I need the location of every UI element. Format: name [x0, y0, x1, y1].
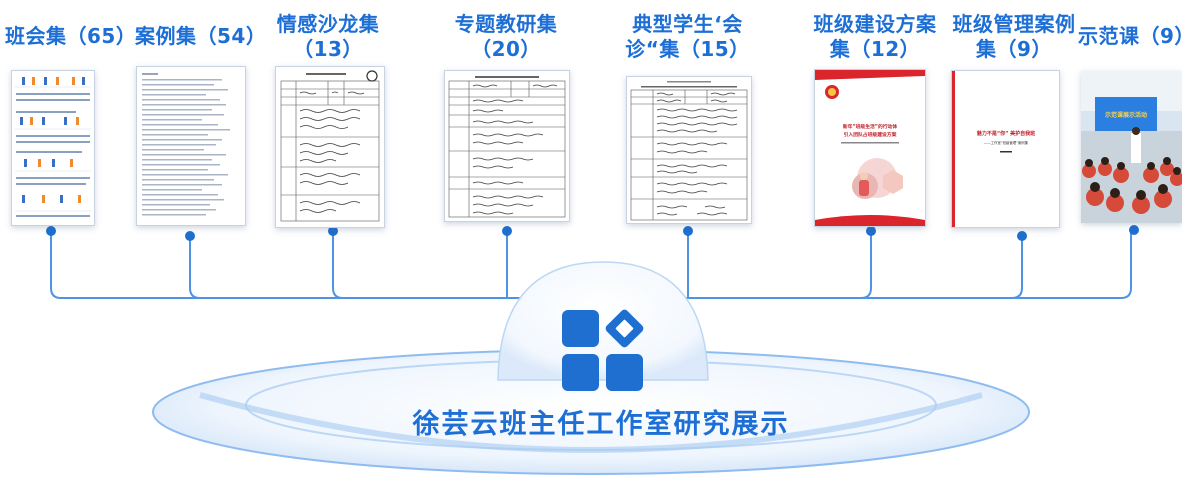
thumb-students[interactable]	[626, 76, 752, 224]
node-8	[1129, 225, 1139, 235]
node-1	[46, 226, 56, 236]
table-grid-thumbnail	[15, 77, 91, 217]
handwritten-form-thumbnail	[280, 70, 380, 222]
cover-white-thumbnail: 魅力不是“你” 美护自我班 ——工作室“班级管理”案例集	[952, 71, 1059, 227]
classroom-photo-thumbnail: 示范课展示活动	[1081, 71, 1182, 223]
cover-red-line1: 新年“班级生活”的行动体	[843, 123, 897, 130]
platform-swoosh	[199, 392, 983, 453]
node-2	[185, 231, 195, 241]
node-6	[866, 226, 876, 236]
thumb-case[interactable]	[136, 66, 246, 226]
thumb-demo-lesson[interactable]: 示范课展示活动	[1081, 71, 1182, 223]
cover-white-line2: ——工作室“班级管理”案例集	[984, 140, 1029, 145]
center-dome	[497, 261, 709, 381]
node-7	[1017, 231, 1027, 241]
center-title: 徐芸云班主任工作室研究展示	[412, 409, 790, 440]
connector-nodes	[46, 225, 1139, 241]
item-title-demo-lesson: 示范课（9）	[1078, 24, 1182, 48]
thumb-salon[interactable]	[275, 66, 385, 228]
item-title-case: 案例集（54）	[135, 24, 267, 48]
item-title-class-meeting: 班会集（65）	[5, 24, 137, 48]
item-title-salon: 情感沙龙集 （13）	[276, 12, 380, 61]
list-document-thumbnail	[142, 73, 230, 216]
node-4	[502, 226, 512, 236]
cover-white-line1: 魅力不是“你” 美护自我班	[977, 130, 1035, 137]
handwritten-form-thumbnail	[448, 76, 566, 218]
thumb-management[interactable]: 魅力不是“你” 美护自我班 ——工作室“班级管理”案例集	[951, 70, 1060, 228]
handwritten-form-thumbnail	[630, 81, 748, 221]
connector-line-6	[860, 232, 872, 299]
connector-line-2	[189, 236, 201, 299]
thumb-research[interactable]	[444, 70, 570, 222]
cover-red-line2: 引入团队占班级建设方案	[844, 131, 897, 138]
connector-line-3	[332, 232, 344, 299]
item-title-research: 专题教研集 （20）	[454, 12, 558, 61]
item-title-management: 班级管理案例 集（9）	[952, 12, 1076, 61]
connector-line-7	[1011, 236, 1023, 299]
thumb-class-building[interactable]: 新年“班级生活”的行动体 引入团队占班级建设方案	[814, 69, 926, 227]
node-3	[328, 226, 338, 236]
thumb-class-meeting[interactable]	[11, 70, 95, 226]
grid-diamond-icon	[562, 309, 644, 391]
item-title-class-building: 班级建设方案 集（12）	[813, 12, 937, 61]
item-title-students: 典型学生‘会 诊“集（15）	[625, 12, 750, 61]
node-5	[683, 226, 693, 236]
photo-banner-text: 示范课展示活动	[1105, 111, 1147, 119]
cover-red-thumbnail: 新年“班级生活”的行动体 引入团队占班级建设方案	[815, 70, 925, 226]
